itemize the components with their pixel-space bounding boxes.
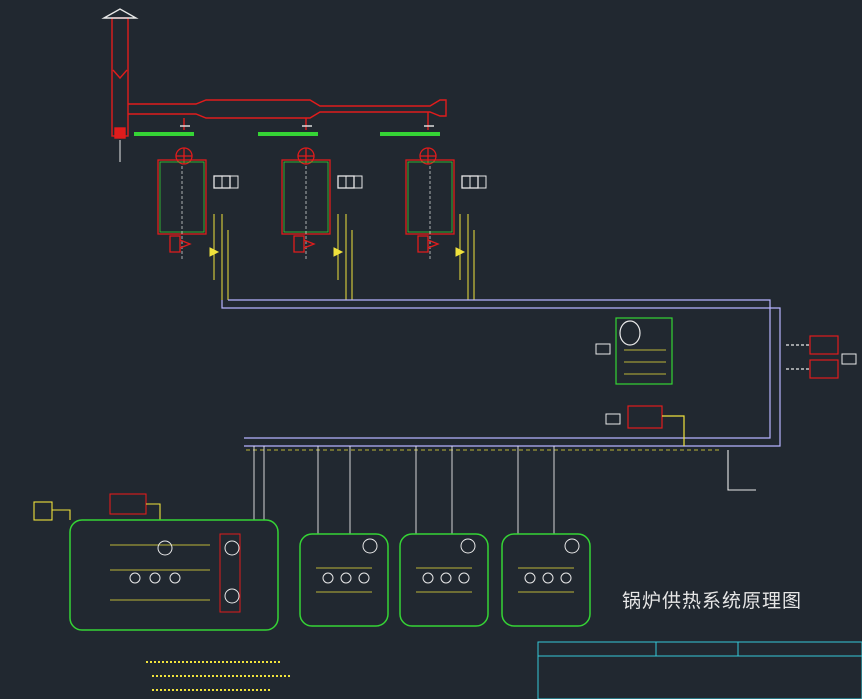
title-block-cell-3 (742, 645, 858, 657)
expansion-tank-unit[interactable] (615, 317, 673, 385)
flue-duct (128, 99, 447, 130)
boiler-3[interactable] (380, 132, 479, 260)
right-panels[interactable] (786, 335, 839, 379)
zone-1[interactable] (69, 519, 279, 631)
title-block-cell-2 (660, 645, 734, 657)
chimney (101, 8, 139, 162)
title-block (537, 641, 862, 699)
softener-unit[interactable] (627, 405, 685, 446)
zone-risers (253, 446, 555, 534)
drawing-title: 锅炉供热系统原理图 (622, 590, 803, 612)
instrument-symbols (221, 175, 857, 425)
zone-4[interactable] (501, 533, 591, 627)
zone-2[interactable] (299, 533, 389, 627)
boiler-valve-groups (209, 214, 475, 300)
notes-block (146, 661, 290, 691)
title-block-cell-1 (542, 645, 652, 657)
supply-header (221, 299, 781, 451)
boiler-2[interactable] (258, 132, 355, 260)
zone-3[interactable] (399, 533, 489, 627)
makeup-water[interactable] (33, 450, 756, 521)
boiler-1[interactable] (134, 132, 231, 260)
